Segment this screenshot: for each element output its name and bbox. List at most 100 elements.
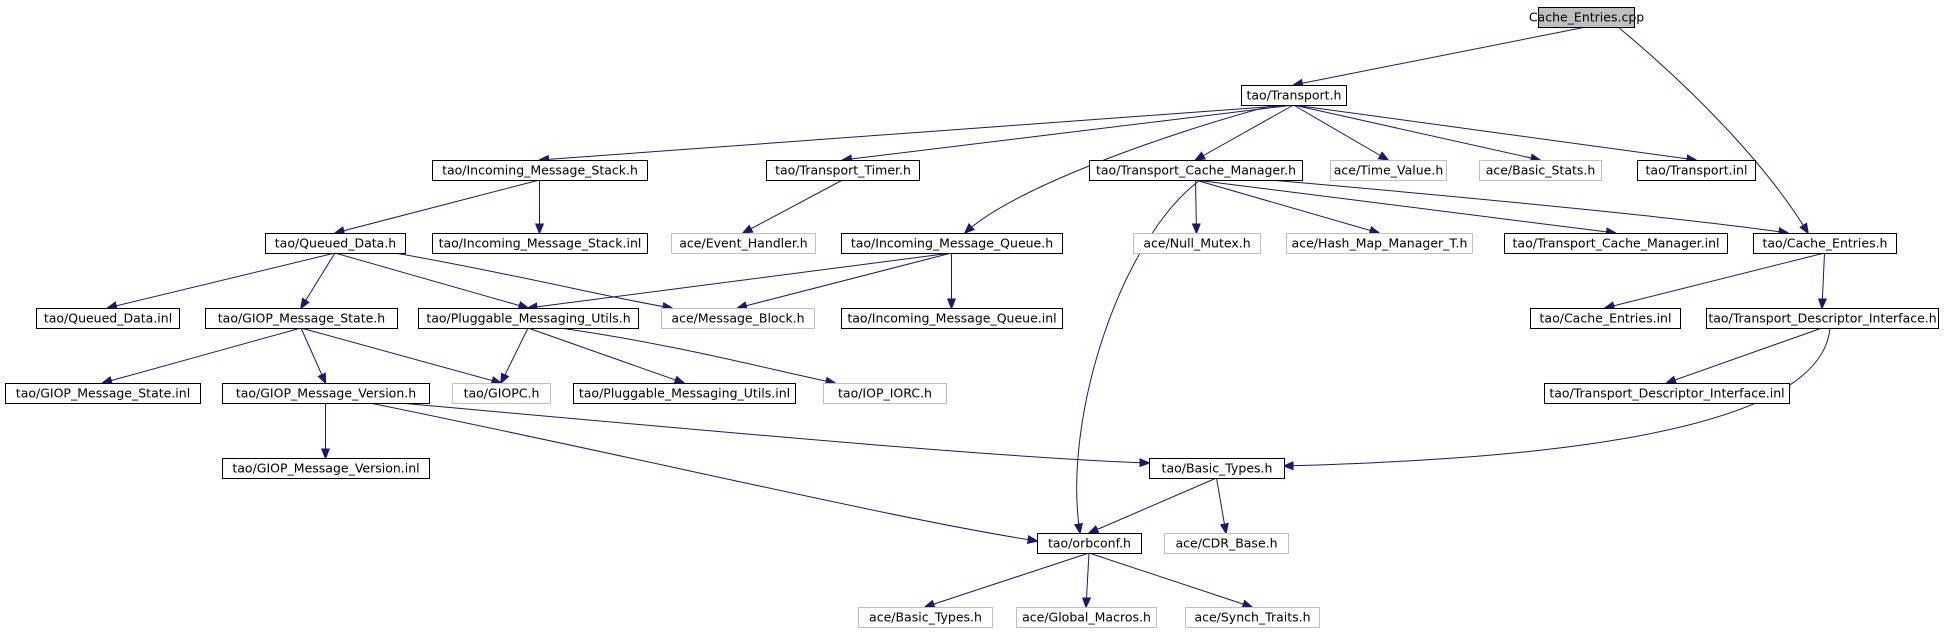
node-label: ace/Hash_Map_Manager_T.h (1292, 236, 1468, 251)
edge-giop-message-version-h-to-basic-types-h (399, 402, 1149, 463)
edge-pluggable-messaging-utils-h-to-iop-iorc-h (559, 327, 835, 383)
node-box (1164, 533, 1289, 554)
edge-cache-entries-cpp-to-transport-h (1294, 26, 1587, 85)
node-label: ace/Basic_Types.h (869, 610, 982, 625)
edge-transport-h-to-incoming-message-stack-h (540, 104, 1294, 160)
node-box (661, 308, 815, 329)
node-box (1016, 607, 1157, 628)
node-giopc-h: tao/GIOPC.h (452, 383, 551, 404)
node-transport-descriptor-interface-inl[interactable]: tao/Transport_Descriptor_Interface.inl (1544, 383, 1790, 404)
edge-transport-h-to-ace-time-value-h (1293, 104, 1389, 160)
node-basic-types-h[interactable]: tao/Basic_Types.h (1149, 458, 1285, 479)
node-box (1637, 160, 1756, 181)
node-cache-entries-cpp[interactable]: Cache_Entries.cpp (1529, 7, 1644, 28)
edge-incoming-message-queue-h-to-pluggable-messaging-utils-h (528, 252, 952, 308)
node-transport-cache-manager-h[interactable]: tao/Transport_Cache_Manager.h (1089, 160, 1303, 181)
node-cache-entries-h[interactable]: tao/Cache_Entries.h (1753, 233, 1897, 254)
node-label: tao/Pluggable_Messaging_Utils.inl (579, 386, 790, 401)
node-transport-h[interactable]: tao/Transport.h (1241, 85, 1347, 106)
node-ace-message-block-h: ace/Message_Block.h (661, 308, 815, 329)
node-queued-data-h[interactable]: tao/Queued_Data.h (265, 233, 406, 254)
node-transport-inl[interactable]: tao/Transport.inl (1637, 160, 1756, 181)
node-ace-global-macros-h: ace/Global_Macros.h (1016, 607, 1157, 628)
node-incoming-message-queue-inl[interactable]: tao/Incoming_Message_Queue.inl (841, 308, 1063, 329)
edge-transport-cache-manager-h-to-orbconf-h (1077, 179, 1201, 533)
node-box (1479, 160, 1602, 181)
node-transport-timer-h[interactable]: tao/Transport_Timer.h (766, 160, 920, 181)
node-box (205, 308, 398, 329)
edge-orbconf-h-to-ace-synch-traits-h (1088, 552, 1252, 607)
node-incoming-message-queue-h[interactable]: tao/Incoming_Message_Queue.h (841, 233, 1063, 254)
node-box (1530, 308, 1681, 329)
node-box (1286, 233, 1473, 254)
edge-orbconf-h-to-ace-global-macros-h (1086, 552, 1089, 607)
node-label: ace/Global_Macros.h (1022, 610, 1151, 625)
edge-orbconf-h-to-ace-basic-types-h (925, 552, 1090, 607)
node-transport-descriptor-interface-h[interactable]: tao/Transport_Descriptor_Interface.h (1706, 308, 1939, 329)
node-pluggable-messaging-utils-inl[interactable]: tao/Pluggable_Messaging_Utils.inl (573, 383, 796, 404)
node-box (1330, 160, 1447, 181)
node-label: ace/Message_Block.h (671, 311, 804, 326)
edge-layer (103, 26, 1831, 607)
edge-incoming-message-stack-h-to-queued-data-h (335, 179, 540, 233)
node-label: tao/IOP_IORC.h (838, 386, 932, 401)
edge-transport-h-to-transport-cache-manager-h (1196, 104, 1294, 160)
node-layer: Cache_Entries.cpp tao/Transport.h tao/Inco… (5, 7, 1939, 628)
node-giop-message-state-h[interactable]: tao/GIOP_Message_State.h (205, 308, 398, 329)
node-label: tao/Incoming_Message_Stack.h (442, 163, 638, 178)
node-box (1149, 458, 1285, 479)
edge-pluggable-messaging-utils-h-to-giopc-h (501, 327, 529, 383)
node-queued-data-inl[interactable]: tao/Queued_Data.inl (36, 308, 180, 329)
edge-queued-data-h-to-ace-message-block-h (394, 252, 672, 308)
node-ace-synch-traits-h: ace/Synch_Traits.h (1185, 607, 1320, 628)
node-label: tao/Queued_Data.inl (44, 311, 172, 326)
node-iop-iorc-h: tao/IOP_IORC.h (823, 383, 947, 404)
node-label: tao/Cache_Entries.inl (1540, 311, 1672, 326)
node-orbconf-h[interactable]: tao/orbconf.h (1037, 533, 1142, 554)
node-box (5, 383, 201, 404)
node-box (1544, 383, 1790, 404)
edge-pluggable-messaging-utils-h-to-pluggable-messaging-utils-inl (527, 327, 684, 383)
edge-transport-cache-manager-h-to-ace-null-mutex-h (1196, 179, 1197, 233)
node-label: tao/Transport_Timer.h (775, 163, 911, 178)
node-giop-message-state-inl[interactable]: tao/GIOP_Message_State.inl (5, 383, 201, 404)
node-label: ace/Event_Handler.h (679, 236, 807, 251)
node-box (222, 383, 430, 404)
edge-transport-h-to-ace-basic-stats-h (1293, 104, 1541, 160)
node-label: tao/GIOP_Message_State.inl (16, 386, 190, 401)
node-box (766, 160, 920, 181)
edge-transport-descriptor-interface-h-to-basic-types-h (1284, 327, 1831, 466)
node-incoming-message-stack-h[interactable]: tao/Incoming_Message_Stack.h (432, 160, 648, 181)
node-box (1753, 233, 1897, 254)
node-label: ace/Null_Mutex.h (1143, 236, 1250, 251)
node-ace-null-mutex-h: ace/Null_Mutex.h (1133, 233, 1261, 254)
node-incoming-message-stack-inl[interactable]: tao/Incoming_Message_Stack.inl (432, 233, 648, 254)
node-box (1089, 160, 1303, 181)
node-pluggable-messaging-utils-h[interactable]: tao/Pluggable_Messaging_Utils.h (418, 308, 639, 329)
node-box (841, 308, 1063, 329)
node-cache-entries-inl[interactable]: tao/Cache_Entries.inl (1530, 308, 1681, 329)
node-ace-hash-map-manager-t-h: ace/Hash_Map_Manager_T.h (1286, 233, 1473, 254)
edge-queued-data-h-to-giop-message-state-h (301, 252, 336, 308)
node-box (841, 233, 1063, 254)
node-label: tao/Pluggable_Messaging_Utils.h (426, 311, 630, 326)
node-label: ace/Time_Value.h (1334, 163, 1444, 178)
node-box (671, 233, 816, 254)
node-giop-message-version-h[interactable]: tao/GIOP_Message_Version.h (222, 383, 430, 404)
node-label: tao/Transport_Descriptor_Interface.h (1708, 311, 1936, 326)
node-label: Cache_Entries.cpp (1529, 10, 1644, 25)
node-box (1133, 233, 1261, 254)
edge-queued-data-h-to-queued-data-inl (108, 252, 336, 308)
node-label: tao/GIOP_Message_Version.inl (232, 461, 419, 476)
node-label: tao/Transport_Cache_Manager.inl (1513, 236, 1720, 251)
node-transport-cache-manager-inl[interactable]: tao/Transport_Cache_Manager.inl (1504, 233, 1728, 254)
node-box (452, 383, 551, 404)
node-giop-message-version-inl[interactable]: tao/GIOP_Message_Version.inl (222, 458, 430, 479)
node-box (432, 233, 648, 254)
node-label: tao/Incoming_Message_Queue.inl (847, 311, 1056, 326)
node-label: tao/Transport_Descriptor_Interface.inl (1549, 386, 1784, 401)
node-box (432, 160, 648, 181)
node-box (858, 607, 993, 628)
node-label: tao/GIOPC.h (464, 386, 540, 401)
